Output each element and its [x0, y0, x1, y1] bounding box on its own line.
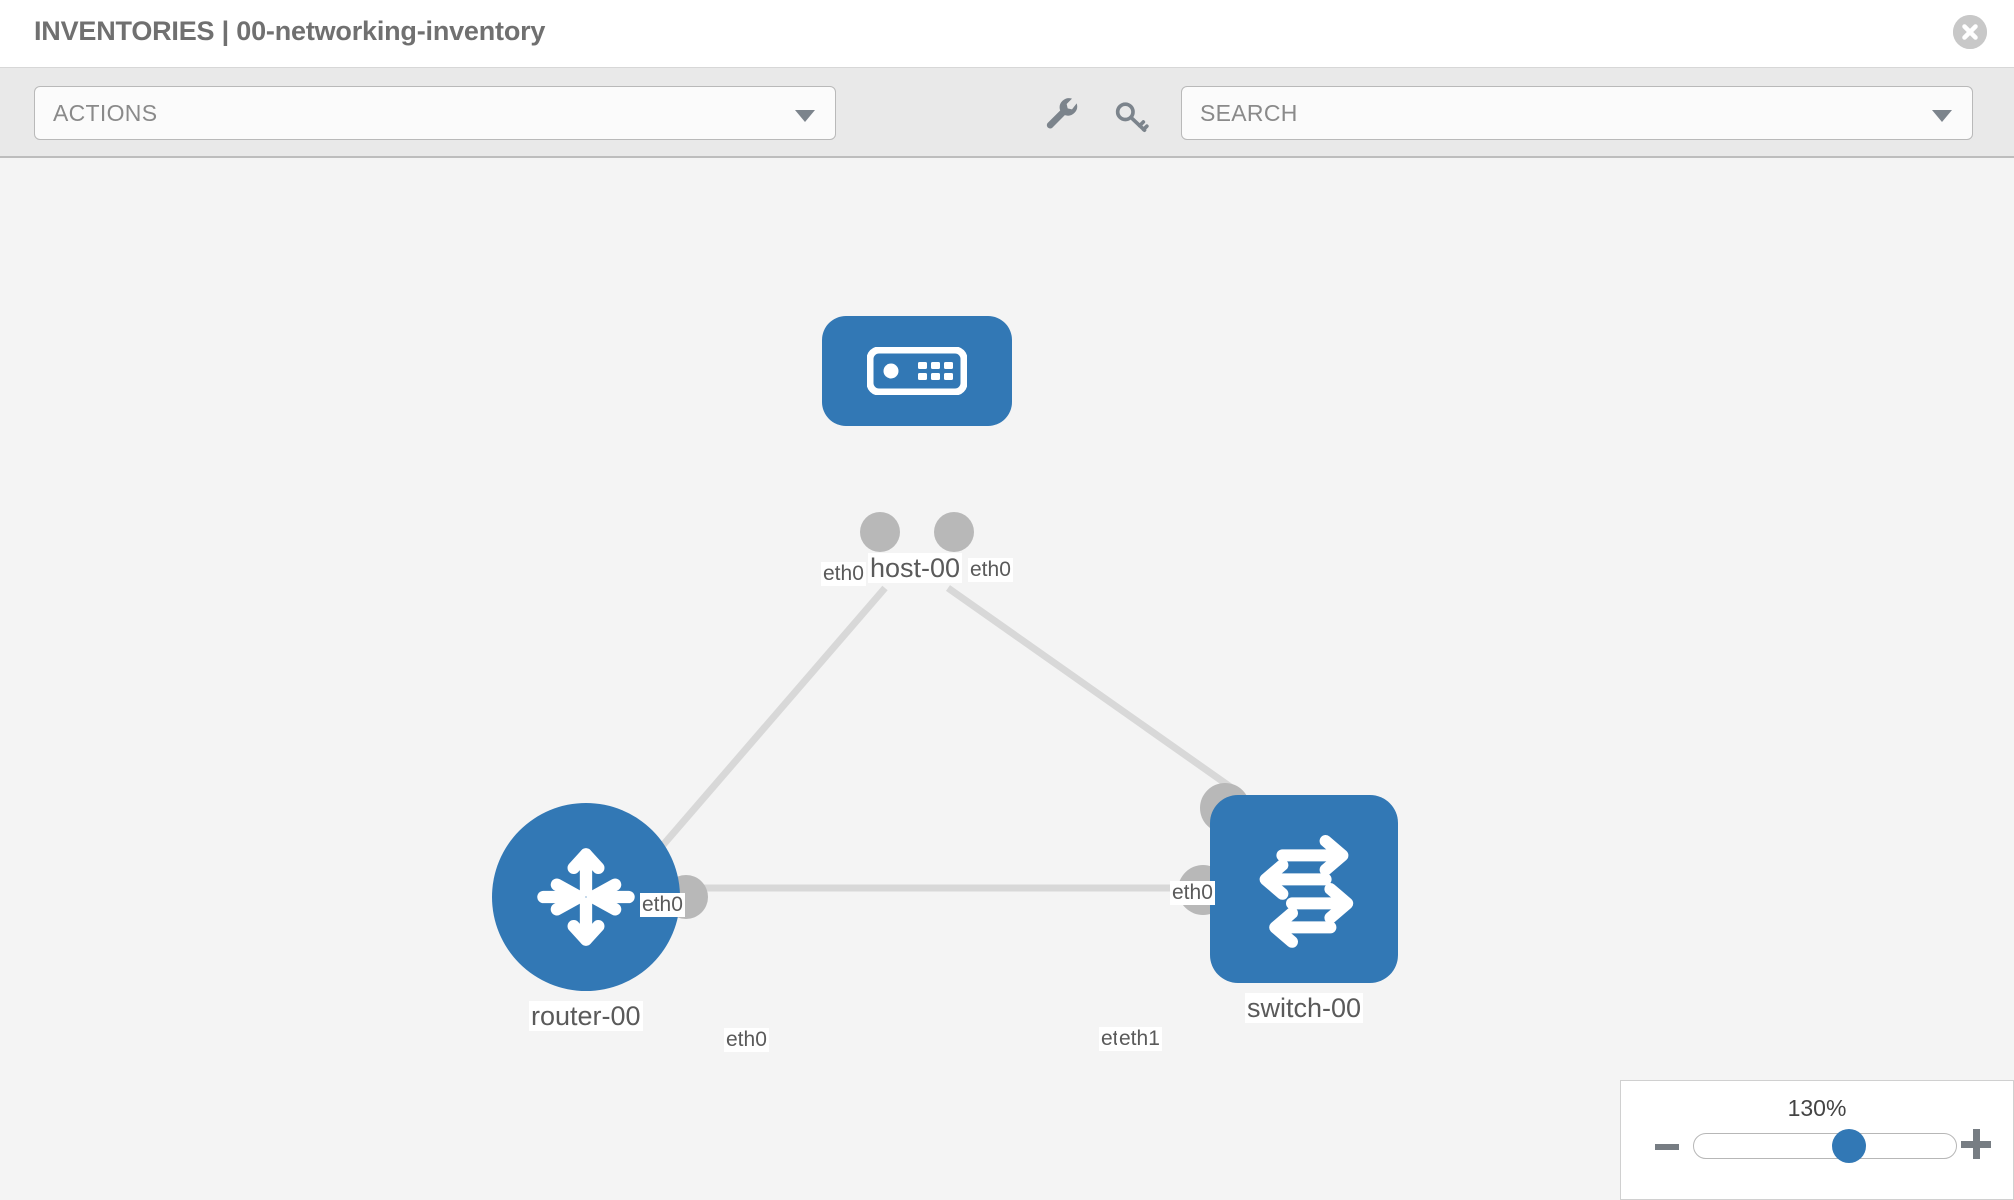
actions-dropdown[interactable]: ACTIONS [34, 86, 836, 140]
server-appliance-icon [867, 347, 967, 395]
edge-label-host-eth-right: eth0 [968, 558, 1013, 582]
search-dropdown[interactable]: SEARCH [1181, 86, 1973, 140]
page-header: INVENTORIES | 00-networking-inventory [0, 0, 2014, 68]
close-button[interactable] [1953, 15, 1987, 49]
node-label-router-00: router-00 [529, 1001, 643, 1031]
node-switch-00-shape[interactable] [1210, 795, 1398, 983]
edge-label-switch-left-eth1: eth1 [1117, 1027, 1162, 1051]
page-title: INVENTORIES | 00-networking-inventory [34, 16, 546, 46]
node-label-host-00: host-00 [868, 553, 963, 583]
chevron-down-icon [795, 110, 815, 122]
zoom-out-button[interactable] [1655, 1144, 1679, 1150]
wrench-icon[interactable] [1043, 96, 1083, 136]
topology-links [597, 585, 1235, 921]
key-icon[interactable] [1112, 96, 1152, 136]
toolbar: ACTIONS SEARCH [0, 68, 2014, 158]
zoom-level-label: 130% [1787, 1095, 1847, 1121]
node-host-00-shape[interactable] [822, 316, 1012, 426]
network-topology: eth0 host-00 eth0 router-00 eth0 eth0 [0, 158, 2014, 1200]
router-arrows-icon [537, 848, 635, 946]
zoom-slider-thumb[interactable] [1832, 1129, 1866, 1163]
topology-canvas[interactable]: eth0 host-00 eth0 router-00 eth0 eth0 [0, 158, 2014, 1200]
zoom-control-panel: 130% [1620, 1080, 2014, 1200]
switch-arrows-icon [1259, 835, 1354, 948]
zoom-slider-track[interactable] [1693, 1129, 1957, 1163]
chevron-down-icon [1932, 110, 1952, 122]
edge-label-host-eth-left: eth0 [821, 562, 866, 586]
edge-label-switch-up-eth: eth0 [1170, 881, 1215, 905]
close-icon [1953, 15, 1987, 49]
edge-label-router-up-eth: eth0 [640, 893, 685, 917]
zoom-in-button[interactable] [1961, 1129, 1991, 1159]
port-host-right[interactable] [934, 512, 974, 552]
link-host-switch[interactable] [945, 585, 1235, 791]
edge-label-router-right-eth: eth0 [724, 1028, 769, 1052]
search-input[interactable]: SEARCH [1200, 100, 1298, 126]
port-host-left[interactable] [860, 512, 900, 552]
actions-dropdown-label: ACTIONS [53, 100, 158, 126]
node-label-switch-00: switch-00 [1245, 993, 1364, 1023]
